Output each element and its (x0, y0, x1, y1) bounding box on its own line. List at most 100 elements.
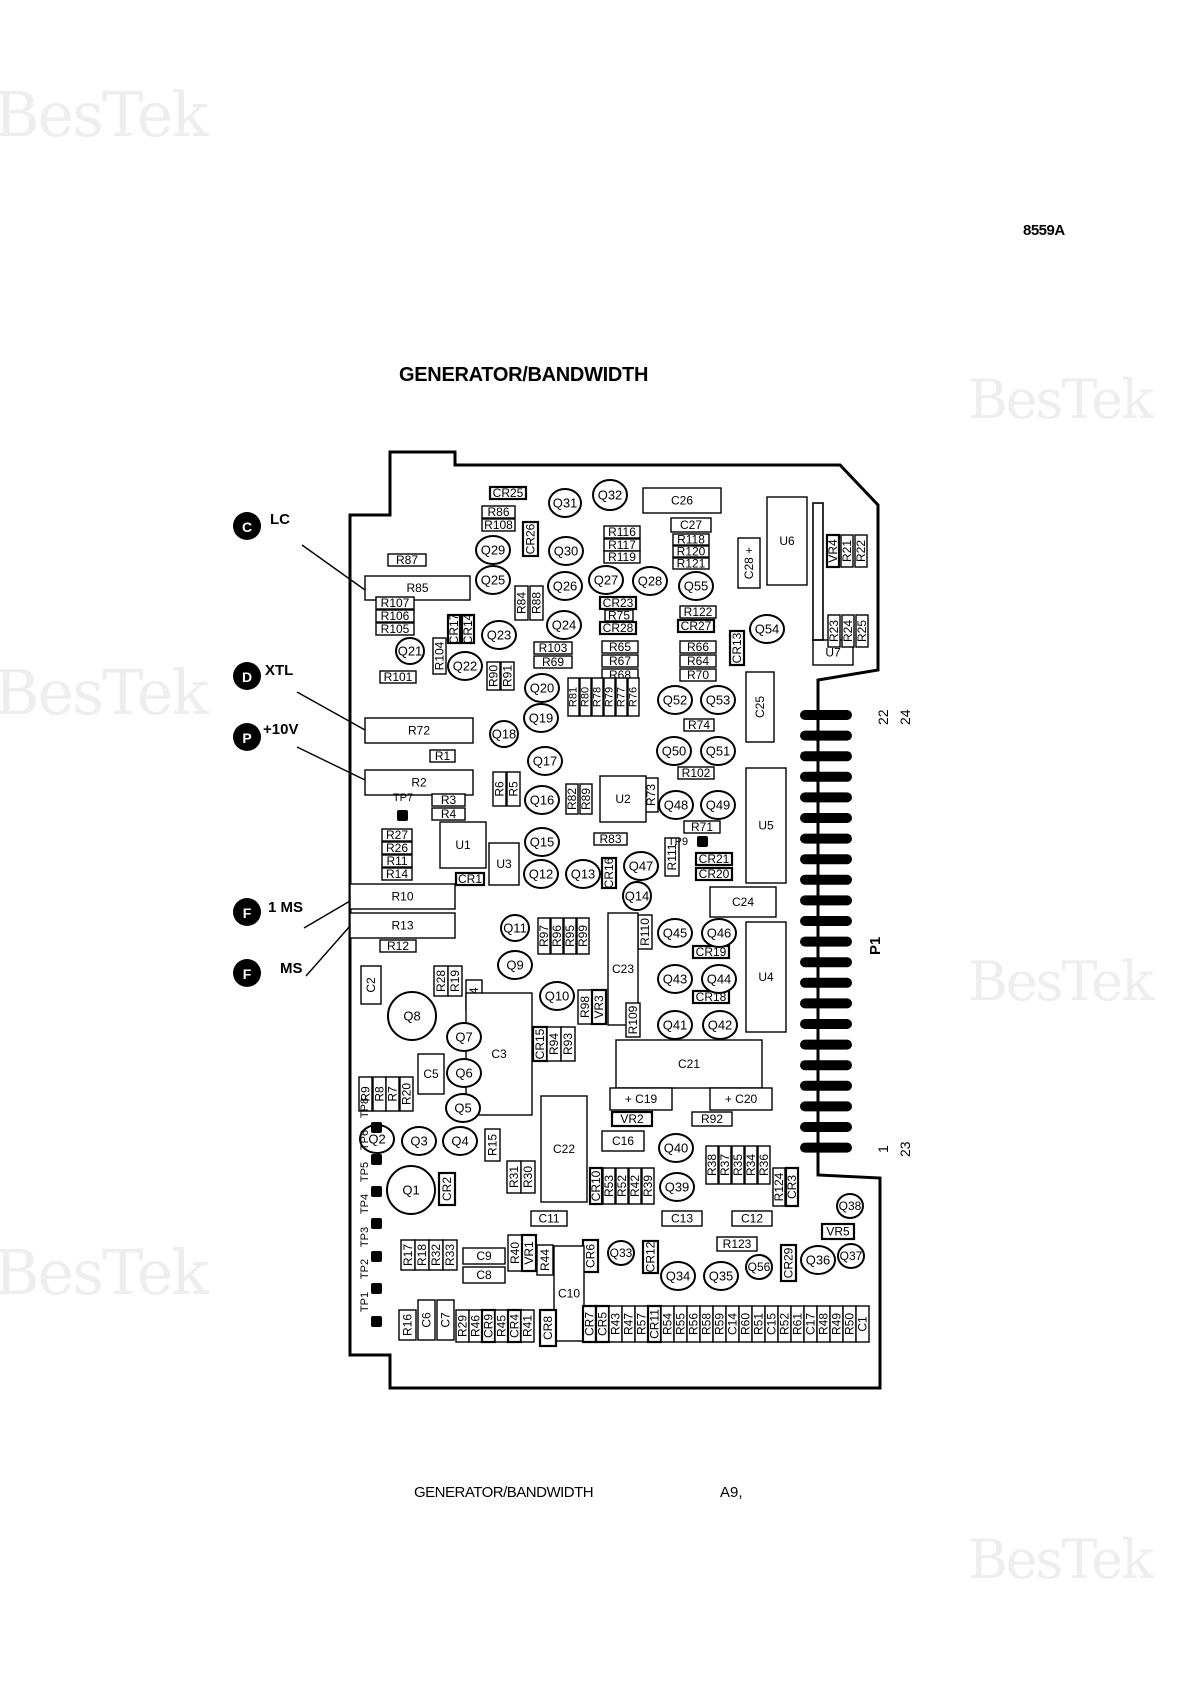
component-label: CR27 (681, 619, 712, 633)
component-outline (679, 668, 717, 682)
component-label: R98 (578, 996, 592, 1018)
model-number: 8559A (1023, 222, 1065, 239)
component-label: VR5 (826, 1225, 850, 1239)
component-label: U1 (455, 838, 471, 852)
component-label: R91 (501, 665, 515, 687)
component-outline (593, 832, 628, 846)
transistor-outline (489, 720, 519, 748)
component-label: R10 (391, 890, 413, 904)
component-label: C23 (612, 962, 634, 976)
component-outline (375, 596, 415, 610)
component-label: R49 (830, 1313, 844, 1335)
transistor-label: Q5 (454, 1101, 471, 1116)
component-outline (625, 1002, 641, 1038)
component-outline (679, 654, 717, 668)
test-point-label: TP3 (359, 1227, 371, 1247)
transistor-label: Q17 (533, 754, 558, 769)
component-label: R33 (443, 1244, 457, 1266)
component-label: CR12 (644, 1241, 658, 1272)
callout-letter: F (243, 905, 252, 921)
connector-finger (800, 895, 852, 906)
transistor-label: Q29 (481, 543, 506, 558)
transistor-outline (524, 673, 560, 703)
transistor-outline (658, 1133, 694, 1163)
component-label: CR19 (696, 945, 727, 959)
callout-label: LC (270, 511, 290, 528)
transistor-outline (745, 1254, 773, 1280)
component-label: R121 (677, 557, 706, 571)
component-label: C22 (553, 1142, 575, 1156)
callout-leader (296, 746, 366, 781)
component-outline (454, 871, 486, 887)
component-outline (757, 1145, 771, 1185)
callout-letter: P (242, 730, 251, 746)
component-outline (358, 1076, 373, 1112)
watermark: BesTek (968, 368, 1154, 431)
test-point-pad (697, 836, 708, 847)
callout-leader (296, 691, 366, 731)
component-label: R84 (515, 592, 529, 614)
connector-finger (800, 710, 852, 720)
component-label: VR1 (522, 1241, 536, 1265)
component-outline (731, 1210, 773, 1227)
component-label: R69 (542, 655, 564, 669)
transistor-label: Q23 (487, 628, 512, 643)
connector-finger (800, 833, 852, 844)
component-label: R53 (602, 1175, 616, 1197)
component-label: R65 (609, 640, 631, 654)
component-label: R37 (718, 1154, 732, 1176)
component-outline (481, 518, 516, 532)
transistor-label: Q27 (594, 573, 619, 588)
component-label: R116 (608, 525, 636, 539)
component-outline (601, 1130, 645, 1152)
component-outline (553, 1245, 585, 1342)
component-outline (709, 886, 777, 918)
transistor-label: Q12 (529, 867, 554, 882)
component-label: R107 (381, 596, 410, 610)
component-outline (598, 620, 638, 636)
transistor-outline (700, 736, 736, 766)
component-label: R77 (616, 687, 628, 707)
component-outline (779, 1243, 798, 1283)
component-outline (387, 553, 427, 567)
transistor-label: Q35 (709, 1269, 734, 1284)
component-outline (603, 550, 641, 564)
component-outline (672, 557, 710, 570)
component-label: R86 (487, 505, 509, 519)
transistor-label: Q43 (663, 972, 688, 987)
transistor-label: Q38 (839, 1199, 862, 1213)
component-label: R27 (386, 828, 408, 842)
component-outline (709, 1087, 773, 1111)
component-label: CR8 (541, 1316, 555, 1340)
component-label: R88 (530, 592, 544, 614)
transistor-label: Q19 (529, 711, 554, 726)
component-label: R4 (441, 807, 457, 821)
component-label: R3 (441, 793, 457, 807)
connector-finger (800, 916, 852, 926)
component-outline (601, 654, 639, 668)
component-label: R61 (791, 1313, 805, 1335)
transistor-label: Q45 (663, 926, 688, 941)
connector-finger (800, 998, 852, 1009)
component-label: CR3 (785, 1175, 799, 1199)
transistor-outline (657, 918, 693, 948)
test-point-label: TP5 (359, 1162, 371, 1182)
component-label: R97 (537, 925, 551, 947)
transistor-outline (527, 746, 563, 776)
transistor-outline (749, 614, 785, 644)
transistor-outline (678, 571, 714, 601)
component-label: U2 (615, 792, 631, 806)
component-label: R5 (507, 781, 521, 797)
component-outline (854, 534, 868, 568)
transistor-label: Q53 (706, 693, 731, 708)
component-label: R46 (469, 1315, 483, 1337)
component-label: R122 (684, 605, 713, 619)
watermark: BesTek (0, 1236, 209, 1309)
component-label: R36 (757, 1154, 771, 1176)
component-outline (492, 771, 507, 807)
component-outline (820, 1222, 856, 1241)
component-label: C2 (364, 977, 378, 993)
callout-letter: D (242, 669, 252, 685)
component-label: R12 (387, 939, 409, 953)
component-label: R6 (493, 781, 507, 797)
